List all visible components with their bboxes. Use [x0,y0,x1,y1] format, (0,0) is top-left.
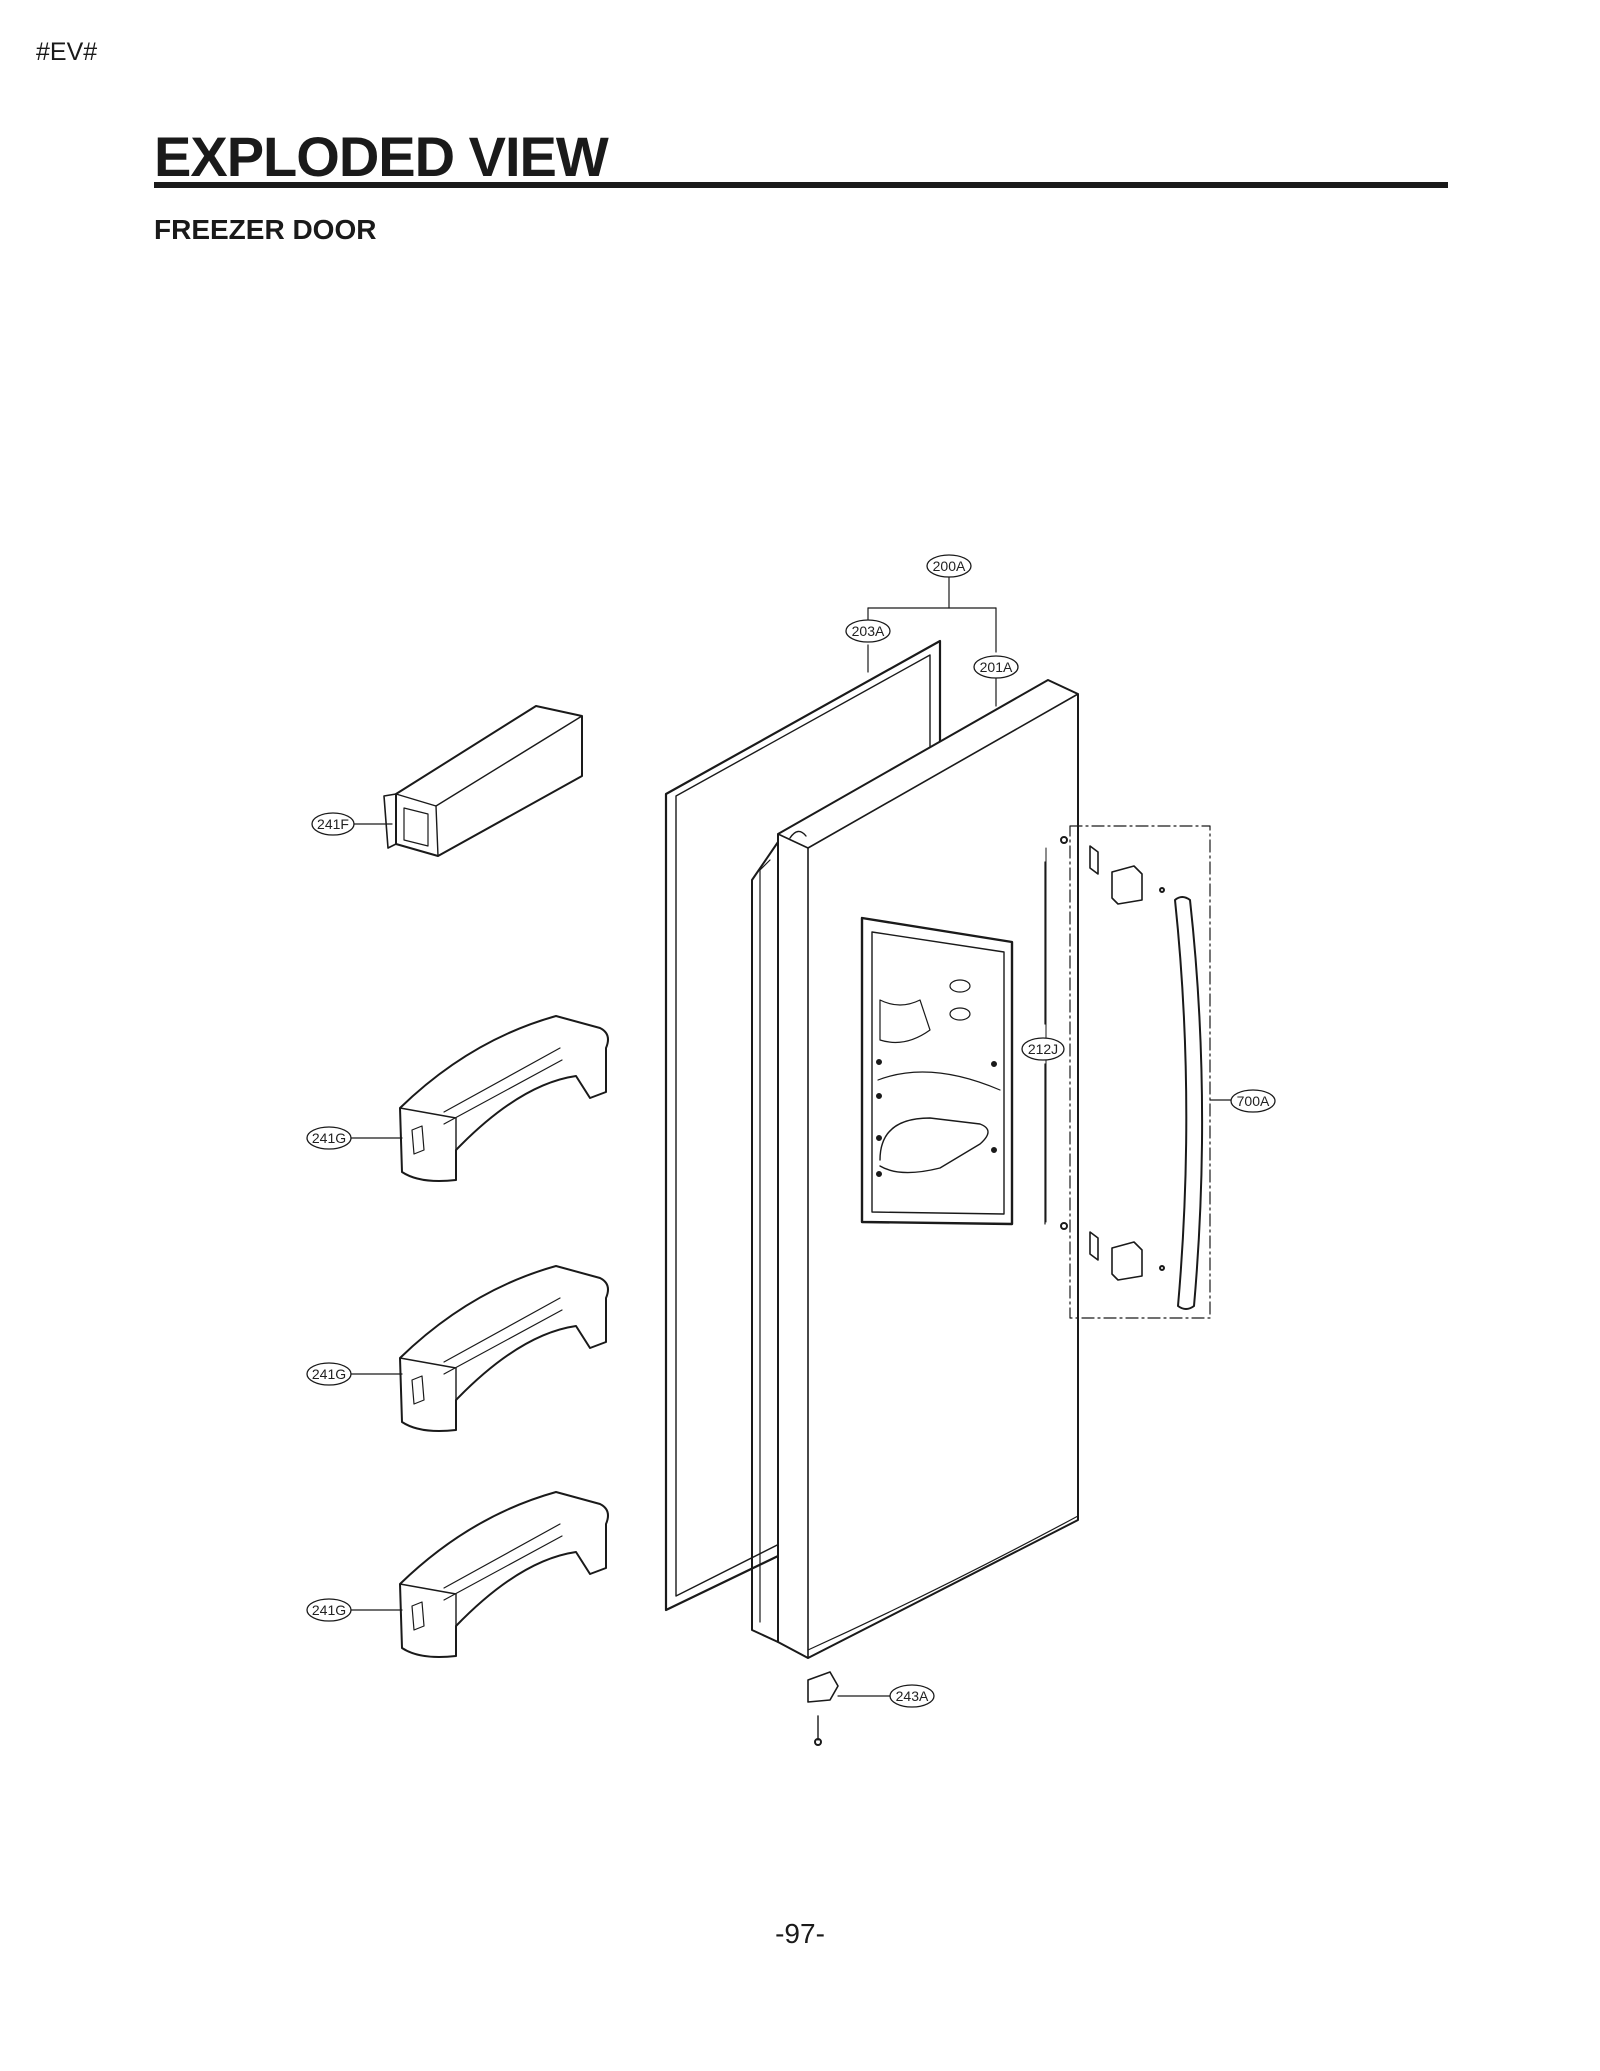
svg-text:200A: 200A [933,558,966,574]
svg-text:241G: 241G [312,1366,346,1382]
callout-700a: 700A [1230,1089,1276,1113]
lower-hinge-243a [807,1671,839,1746]
page-number: -97- [775,1918,825,1949]
callout-212j: 212J [1021,1037,1065,1061]
door-bin-241g-2 [399,1265,609,1432]
door-bin-241g-1 [399,1015,609,1182]
svg-text:241G: 241G [312,1602,346,1618]
document-tag: #EV# [36,38,98,66]
callout-243a: 243A [889,1684,935,1708]
title-rule [154,182,1448,188]
svg-text:241F: 241F [317,816,349,832]
door-bin-241g-3 [399,1491,609,1658]
handle-assembly-700a [1045,825,1211,1319]
svg-text:201A: 201A [980,659,1013,675]
dispenser-recess [860,916,1014,1226]
callout-200a: 200A [926,554,972,578]
page-title: EXPLODED VIEW [154,125,609,188]
leader-lines [349,575,1233,1697]
freezer-door-201a [751,679,1079,1659]
section-subtitle: FREEZER DOOR [154,214,377,245]
svg-text:243A: 243A [896,1688,929,1704]
door-bin-241f [383,705,583,857]
callout-241g-1: 241G [306,1126,352,1150]
callout-241g-3: 241G [306,1598,352,1622]
svg-text:212J: 212J [1028,1041,1058,1057]
svg-text:203A: 203A [852,623,885,639]
callout-201a: 201A [973,655,1019,679]
svg-text:700A: 700A [1237,1093,1270,1109]
callout-203a: 203A [845,619,891,643]
callout-241f: 241F [311,812,355,836]
svg-text:241G: 241G [312,1130,346,1146]
callout-241g-2: 241G [306,1362,352,1386]
